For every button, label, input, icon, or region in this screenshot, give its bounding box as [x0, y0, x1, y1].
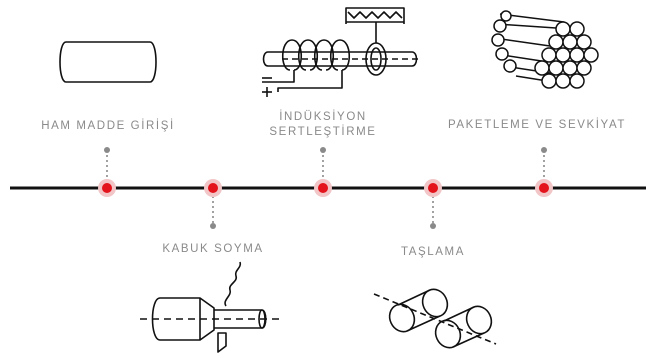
stage-label-line: PAKETLEME VE SEVKİYAT: [447, 119, 627, 131]
induction-coil-icon: [262, 7, 420, 97]
stage-label-line: TAŞLAMA: [400, 246, 466, 258]
stage-label-line: SERTLEŞTİRME: [269, 126, 377, 138]
stage-label-induction: İNDÜKSİYON SERTLEŞTİRME: [243, 110, 403, 140]
bar-bundle-icon: [491, 10, 599, 89]
stage-dots: [98, 179, 553, 197]
stage-label-peeling: KABUK SOYMA: [133, 242, 293, 257]
peeling-lathe-icon: [140, 261, 280, 353]
stage-dot-induction: [314, 179, 332, 197]
bar-stock-icon: [59, 41, 157, 83]
stage-dot-packaging: [535, 179, 553, 197]
connector-packaging: [541, 147, 547, 180]
stage-label-packaging: PAKETLEME VE SEVKİYAT: [428, 118, 646, 133]
stage-label-line: KABUK SOYMA: [162, 243, 264, 255]
stage-label-line: HAM MADDE GİRİŞİ: [41, 120, 175, 132]
connectors: [104, 147, 547, 229]
stage-dot-raw-material: [98, 179, 116, 197]
stage-dot-peeling: [204, 179, 222, 197]
stage-dot-grinding: [424, 179, 442, 197]
connector-induction: [320, 147, 326, 180]
stage-label-line: İNDÜKSİYON: [279, 111, 367, 123]
connector-raw-material: [104, 147, 110, 180]
grinding-rollers-icon: [373, 288, 497, 349]
stage-label-raw-material: HAM MADDE GİRİŞİ: [18, 119, 198, 134]
stage-label-grinding: TAŞLAMA: [373, 245, 493, 260]
connector-grinding: [430, 196, 436, 229]
connector-peeling: [210, 196, 216, 229]
